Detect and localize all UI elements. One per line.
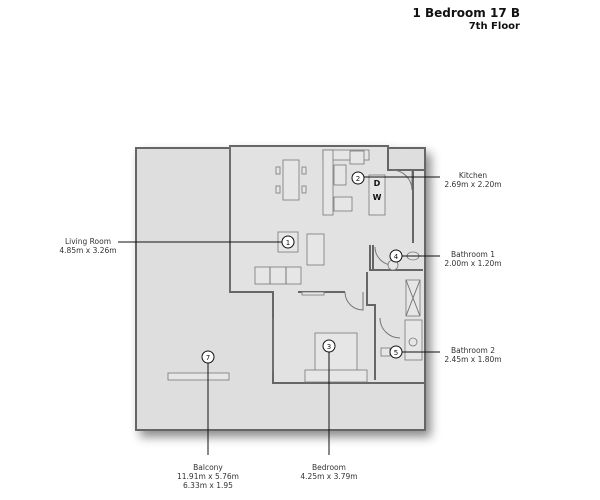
room-name: Bathroom 1 bbox=[451, 250, 495, 259]
svg-text:7: 7 bbox=[206, 354, 210, 362]
armchair bbox=[306, 233, 325, 266]
kitchen: D W bbox=[322, 149, 414, 243]
svg-text:4: 4 bbox=[394, 253, 399, 261]
bathroom-1-label: Bathroom 1 2.00m x 1.20m bbox=[418, 250, 528, 268]
balcony-planter bbox=[167, 372, 230, 381]
room-marker-1[interactable]: 1 bbox=[281, 235, 295, 249]
room-dims: 2.45m x 1.80m bbox=[444, 355, 502, 364]
dining-table bbox=[275, 159, 307, 201]
room-marker-4[interactable]: 4 bbox=[389, 249, 403, 263]
room-dims: 4.25m x 3.79m bbox=[300, 472, 358, 481]
room-marker-2[interactable]: 2 bbox=[351, 171, 365, 185]
room-name: Bedroom bbox=[312, 463, 346, 472]
room-dims-2: 6.33m x 1.95 bbox=[183, 481, 233, 490]
room-dims: 11.91m x 5.76m bbox=[177, 472, 239, 481]
room-dims: 4.85m x 3.26m bbox=[59, 246, 117, 255]
washer-label: W bbox=[373, 193, 382, 202]
room-name: Living Room bbox=[64, 237, 112, 246]
bathroom-2-label: Bathroom 2 2.45m x 1.80m bbox=[418, 346, 528, 364]
room-name: Bathroom 2 bbox=[451, 346, 495, 355]
room-name: Kitchen bbox=[458, 171, 488, 180]
room-marker-3[interactable]: 3 bbox=[322, 339, 336, 353]
svg-text:2: 2 bbox=[356, 175, 360, 183]
floor-label: 7th Floor bbox=[468, 21, 520, 32]
dryer-label: D bbox=[374, 179, 381, 188]
svg-text:5: 5 bbox=[394, 349, 398, 357]
balcony-label: Balcony 11.91m x 5.76m 6.33m x 1.95 bbox=[153, 463, 263, 490]
living-room-label: Living Room 4.85m x 3.26m bbox=[33, 237, 143, 255]
room-marker-7[interactable]: 7 bbox=[201, 350, 215, 364]
room-marker-5[interactable]: 5 bbox=[389, 345, 403, 359]
room-dims: 2.00m x 1.20m bbox=[444, 259, 502, 268]
unit-title: 1 Bedroom 17 B bbox=[412, 6, 520, 20]
bedroom-label: Bedroom 4.25m x 3.79m bbox=[274, 463, 384, 481]
kitchen-label: Kitchen 2.69m x 2.20m bbox=[418, 171, 528, 189]
svg-text:1: 1 bbox=[286, 239, 290, 247]
room-dims: 2.69m x 2.20m bbox=[444, 180, 502, 189]
sofa bbox=[254, 266, 302, 285]
svg-text:3: 3 bbox=[327, 343, 331, 351]
room-name: Balcony bbox=[193, 463, 223, 472]
toilet-2 bbox=[380, 347, 391, 357]
